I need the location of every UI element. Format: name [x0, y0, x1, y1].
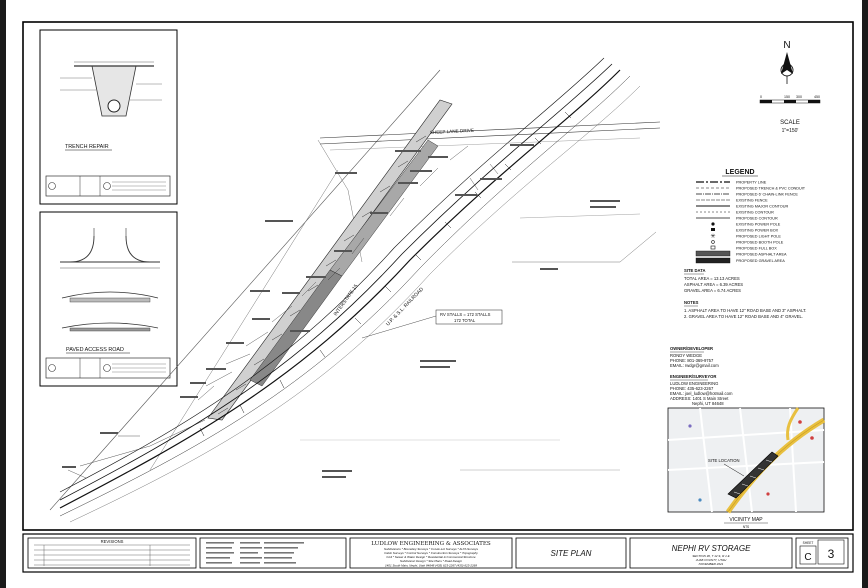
svg-text:2. GRAVEL AREA TO HAVE 12" ROA: 2. GRAVEL AREA TO HAVE 12" ROAD BASE AND… [684, 314, 803, 319]
sheet-letter: C [804, 552, 811, 563]
legend-title: LEGEND [725, 169, 754, 176]
svg-text:JUAB COUNTY, UTAH: JUAB COUNTY, UTAH [696, 558, 727, 562]
scan-edge-left [0, 0, 6, 588]
svg-text:PROPOSED TRENCH & PVC CONDUIT: PROPOSED TRENCH & PVC CONDUIT [736, 187, 806, 191]
scale-ratio: 1"=150' [782, 128, 799, 134]
svg-text:Civil * Sewer & Water Design *: Civil * Sewer & Water Design * Residenti… [386, 555, 475, 559]
svg-text:PHONE: 801-369-9757: PHONE: 801-369-9757 [670, 358, 714, 363]
site-data-title: SITE DATA [684, 268, 705, 273]
vicinity-map: SITE LOCATION VICINITY MAP NTS [667, 407, 826, 529]
notes-title: NOTES [684, 300, 699, 305]
svg-text:PROPOSED ASPHALT AREA: PROPOSED ASPHALT AREA [736, 253, 787, 257]
revisions-title: REVISIONS [101, 539, 124, 544]
svg-text:✳: ✳ [710, 233, 715, 240]
svg-text:EXISTING CONTOUR: EXISTING CONTOUR [736, 211, 774, 215]
svg-text:EMAIL: rwdgr@gmail.com: EMAIL: rwdgr@gmail.com [670, 363, 719, 368]
north-letter: N [783, 40, 790, 51]
svg-text:PROPOSED FULL BOX: PROPOSED FULL BOX [736, 247, 777, 251]
svg-text:Subdivisions * Boundary Survey: Subdivisions * Boundary Surveys * Cul-de… [384, 547, 479, 551]
rv-stalls-total: 172 TOTAL [454, 318, 476, 323]
svg-text:1. ASPHALT AREA TO HAVE 12" RO: 1. ASPHALT AREA TO HAVE 12" ROAD BASE AN… [684, 308, 806, 313]
svg-text:Cabin Surveys * Control Survey: Cabin Surveys * Control Surveys * Constr… [384, 551, 478, 555]
svg-text:PROPOSED 6' CHAIN-LINK FENCE: PROPOSED 6' CHAIN-LINK FENCE [736, 193, 798, 197]
svg-text:TOTAL AREA = 13.13 ACRES: TOTAL AREA = 13.13 ACRES [684, 276, 740, 281]
sheet-number: 3 [828, 547, 835, 561]
svg-text:Nephi, UT 84648: Nephi, UT 84648 [692, 401, 724, 406]
project-name: NEPHI RV STORAGE [672, 544, 752, 553]
trench-detail-title: TRENCH REPAIR [65, 144, 109, 150]
svg-text:PROPOSED BOOTH POLE: PROPOSED BOOTH POLE [736, 241, 784, 245]
owner-title: OWNER/DEVELOPER [670, 346, 713, 351]
scan-edge-right [862, 0, 868, 588]
detail-paved-access-road: PAVED ACCESS ROAD [39, 211, 178, 387]
svg-text:EXISTING POWER POLE: EXISTING POWER POLE [736, 223, 781, 227]
road-detail-title: PAVED ACCESS ROAD [66, 347, 124, 353]
svg-text:PROPOSED LIGHT POLE: PROPOSED LIGHT POLE [736, 235, 781, 239]
svg-text:1401 South Main, Nephi, Utah 8: 1401 South Main, Nephi, Utah 84648 (435)… [385, 564, 477, 568]
svg-text:PROPOSED CONTOUR: PROPOSED CONTOUR [736, 217, 778, 221]
graphic-scale: 0 150 300 450 SCALE 1"=150' [759, 95, 821, 134]
legend: LEGEND ✳ PROPERTY LINE PROPOSED TRENCH &… [695, 169, 806, 264]
svg-text:RONDY WEDGE: RONDY WEDGE [670, 353, 702, 358]
svg-text:0: 0 [760, 95, 762, 99]
detail-trench-repair: TRENCH REPAIR [39, 29, 178, 205]
drawing-border [22, 21, 854, 531]
svg-text:ASPHALT AREA = 6.39 ACRES: ASPHALT AREA = 6.39 ACRES [684, 282, 743, 287]
svg-text:300: 300 [796, 95, 802, 99]
svg-text:450: 450 [814, 95, 820, 99]
vicinity-scale-note: NTS [743, 525, 749, 529]
svg-text:PROPERTY LINE: PROPERTY LINE [736, 181, 767, 185]
svg-text:LUDLOW ENGINEERING: LUDLOW ENGINEERING [670, 381, 718, 386]
svg-text:ADDRESS: 1401 S Main Street: ADDRESS: 1401 S Main Street [670, 396, 729, 401]
svg-text:GRAVEL AREA = 6.74 ACRES: GRAVEL AREA = 6.74 ACRES [684, 288, 741, 293]
title-block: REVISIONS LUDLOW ENGINEERING & ASSOCIATE… [22, 533, 854, 573]
sheet-label: SHEET [803, 541, 814, 545]
north-arrow: N [780, 40, 794, 84]
svg-text:SECTION 36, T 12 S, R 1 E: SECTION 36, T 12 S, R 1 E [692, 554, 730, 558]
sheet-title: SITE PLAN [551, 549, 592, 558]
site-location-label: SITE LOCATION [708, 458, 740, 463]
svg-text:NOVEMBER 2021: NOVEMBER 2021 [699, 562, 724, 566]
engineer-title: ENGINEER/SURVEYOR [670, 374, 716, 379]
svg-text:PROPOSED GRAVEL AREA: PROPOSED GRAVEL AREA [736, 259, 785, 263]
svg-text:EXISTING POWER BOX: EXISTING POWER BOX [736, 229, 779, 233]
scale-title: SCALE [780, 120, 800, 126]
vicinity-map-title: VICINITY MAP [729, 517, 763, 523]
site-data-notes: SITE DATA TOTAL AREA = 13.13 ACRES ASPHA… [670, 268, 806, 406]
svg-text:PHONE: 435-623-2267: PHONE: 435-623-2267 [670, 386, 714, 391]
svg-text:Subdivision Design * Site Plan: Subdivision Design * Site Plans * Road D… [400, 559, 462, 563]
sheep-lane-label: SHEEP LANE DRIVE [430, 128, 474, 135]
svg-text:EXISTING FENCE: EXISTING FENCE [736, 199, 768, 203]
site-plan-drawing: INTERSTATE 15 U.P. & S.L. RAILROAD SHEEP… [49, 57, 661, 523]
rv-stalls-label: RV STALLS = 172 STALLS [440, 312, 491, 317]
svg-text:EXISTING MAJOR CONTOUR: EXISTING MAJOR CONTOUR [736, 205, 789, 209]
svg-text:EMAIL: joel_ludlow@hotmail.com: EMAIL: joel_ludlow@hotmail.com [670, 391, 733, 396]
svg-text:150: 150 [784, 95, 790, 99]
company-name: LUDLOW ENGINEERING & ASSOCIATES [371, 541, 491, 547]
